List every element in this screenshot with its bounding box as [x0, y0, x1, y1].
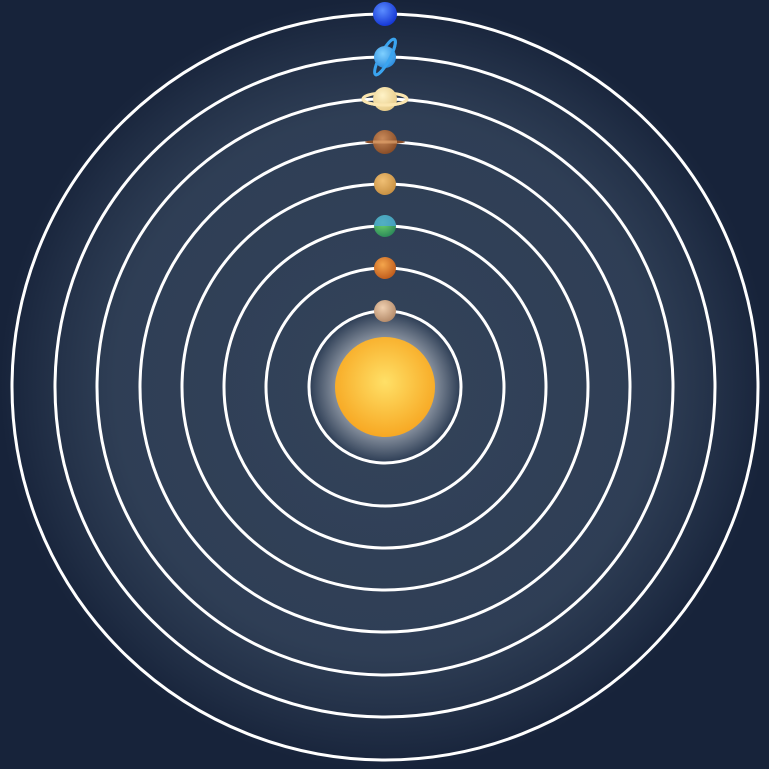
sun [311, 313, 459, 461]
planet-jupiter [365, 130, 405, 154]
venus-body [374, 257, 396, 279]
neptune-body [373, 2, 397, 26]
planet-mercury [374, 300, 396, 322]
sun-body [335, 337, 435, 437]
mercury-body [374, 300, 396, 322]
saturn-ring-front [361, 98, 409, 107]
uranus-ring-front [374, 38, 397, 77]
earth-ocean [374, 215, 396, 226]
planet-uranus [373, 37, 397, 77]
planet-saturn [361, 87, 409, 111]
saturn-body [373, 87, 397, 111]
jupiter-stripe [373, 140, 397, 144]
planet-venus [374, 257, 396, 279]
planets [361, 2, 409, 322]
planet-mars [374, 173, 396, 195]
uranus-body [374, 46, 396, 68]
planet-earth [374, 215, 396, 237]
mars-body [374, 173, 396, 195]
planet-neptune [373, 2, 397, 26]
